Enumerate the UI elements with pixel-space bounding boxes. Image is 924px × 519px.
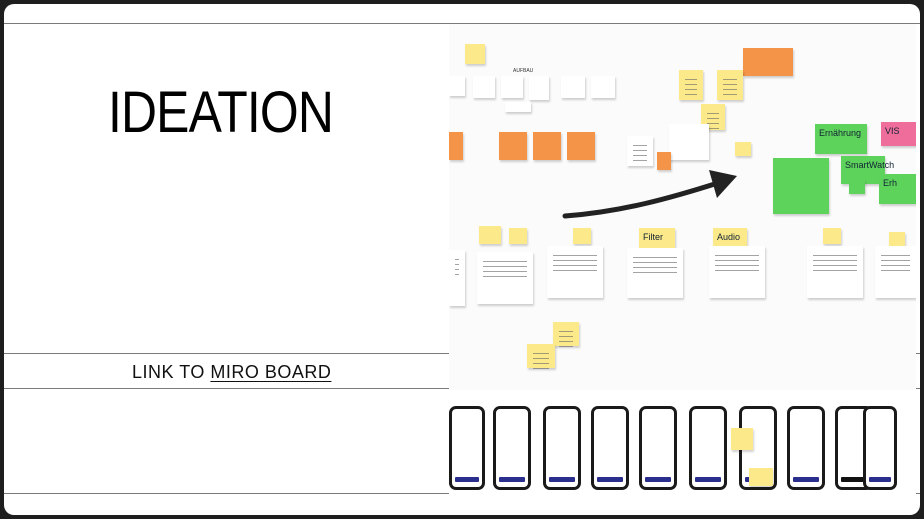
sticky-note-pink: VIS: [881, 122, 916, 146]
sticky-note: [701, 104, 725, 131]
sticky-note: [627, 136, 653, 166]
sticky-note: [473, 76, 495, 98]
phone-mockup: [639, 406, 677, 490]
phone-mockup: [863, 406, 897, 490]
phone-mockup: [543, 406, 581, 490]
sticky-note: [731, 428, 753, 450]
miro-board-link[interactable]: MIRO BOARD: [210, 362, 332, 382]
sticky-note: [449, 250, 465, 306]
miro-link[interactable]: LINK TO MIRO BOARD: [132, 362, 331, 383]
sticky-note-green: SmartWatch: [841, 156, 894, 184]
sticky-note: [679, 70, 703, 100]
sticky-note: [553, 322, 579, 349]
sticky-note-green: Erh: [879, 174, 916, 204]
sticky-note: [573, 228, 591, 244]
phone-mockup: [449, 406, 485, 490]
sticky-note: [449, 132, 463, 160]
sticky-note: [477, 252, 533, 304]
sticky-note: [505, 102, 531, 112]
board-name-tag: AUFBAU: [513, 68, 534, 74]
sticky-note: [717, 70, 743, 100]
phone-mockup: [787, 406, 825, 490]
sticky-note: [547, 246, 603, 298]
phone-mockup: [689, 406, 727, 490]
sticky-note-green: [773, 158, 829, 214]
sticky-note: [479, 226, 501, 244]
phone-mockup: [591, 406, 629, 490]
slide-title: IDEATION: [108, 80, 334, 145]
sticky-note: [591, 76, 615, 98]
divider-top: [4, 23, 920, 24]
sticky-note: [743, 48, 793, 76]
pink-note-label: VIS: [885, 126, 900, 136]
sticky-note: [749, 468, 773, 486]
sticky-note: [823, 228, 841, 244]
arrow-icon: [562, 170, 737, 219]
sticky-note: [657, 152, 671, 170]
sticky-note: [567, 132, 595, 160]
sticky-note: [449, 76, 465, 96]
sticky-note: [807, 246, 863, 298]
sticky-note-green: [849, 180, 865, 194]
sticky-note: [465, 44, 485, 64]
sticky-note-green: Ernährung: [815, 124, 867, 154]
sticky-note: [669, 124, 709, 160]
sticky-note: [527, 344, 555, 371]
sticky-note: [561, 76, 585, 98]
sticky-note: [889, 232, 905, 246]
sticky-note: [735, 142, 751, 156]
phone-mockups-strip: [449, 398, 916, 494]
sticky-note: [501, 76, 523, 98]
miro-board-preview[interactable]: AUFBAU Ernährung VIS SmartWatch Erh Filt…: [449, 24, 916, 390]
sticky-note: [875, 246, 916, 298]
sticky-note: [529, 76, 549, 100]
sticky-note: [533, 132, 561, 160]
sticky-note: [709, 246, 765, 298]
sticky-note: [627, 248, 683, 298]
link-prefix: LINK TO: [132, 362, 205, 382]
sticky-note: [509, 228, 527, 244]
sticky-note: [499, 132, 527, 160]
phone-mockup: [493, 406, 531, 490]
